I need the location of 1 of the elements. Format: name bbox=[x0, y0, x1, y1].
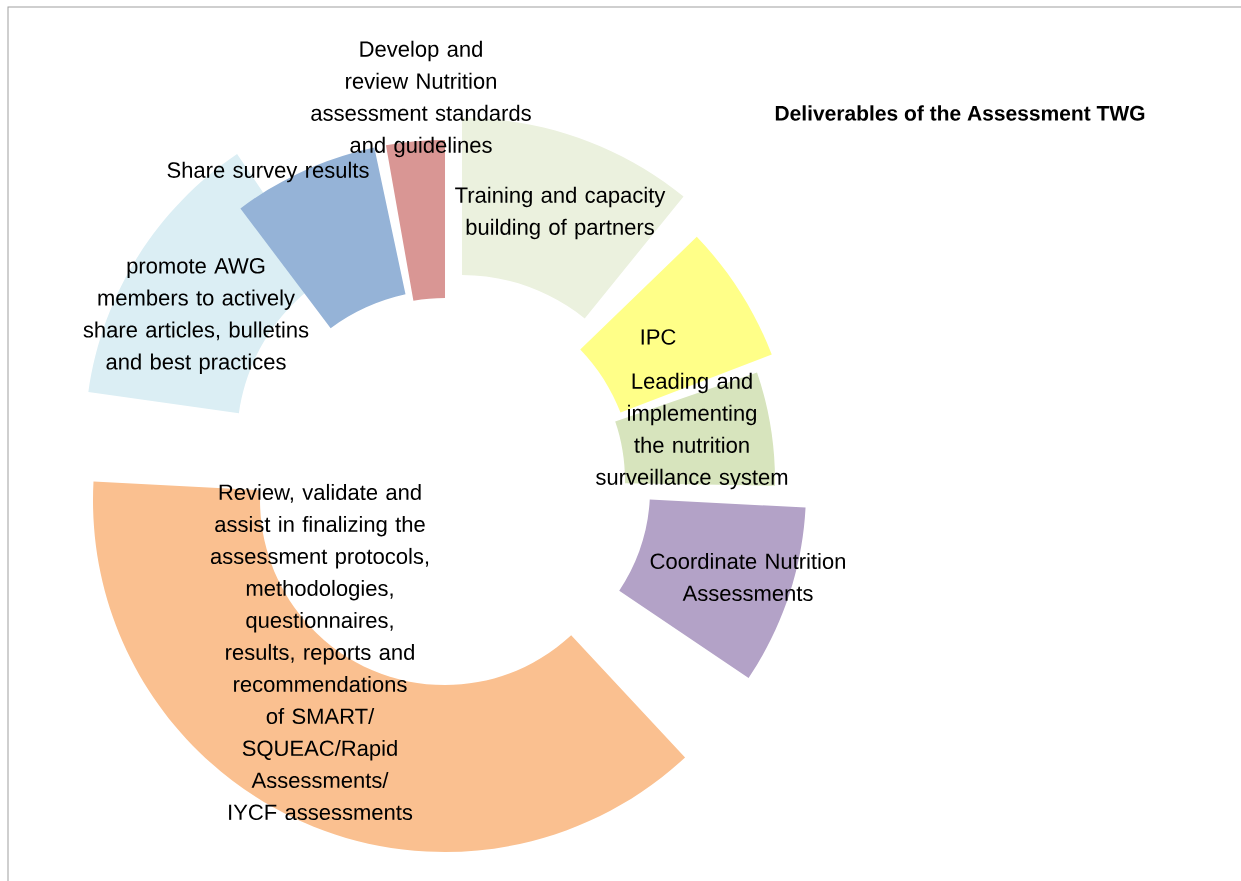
chart-title: Deliverables of the Assessment TWG bbox=[775, 105, 1145, 121]
